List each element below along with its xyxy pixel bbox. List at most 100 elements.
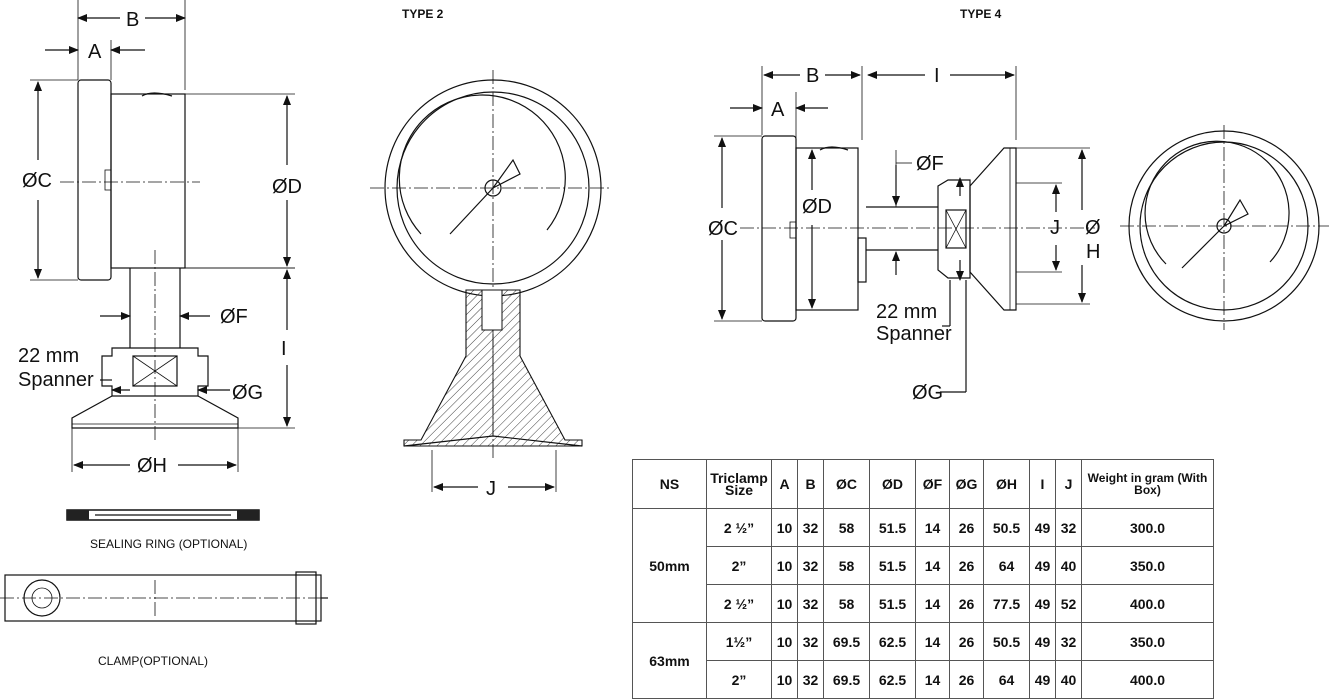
- table-cell: 14: [915, 660, 950, 699]
- table-cell: 26: [949, 584, 984, 623]
- table-cell: 49: [1029, 508, 1056, 547]
- table-cell: 49: [1029, 546, 1056, 585]
- table-row: 2” 10 32 69.5 62.5 14 26 64 49 40 400.0: [633, 660, 1214, 699]
- type4-view: TYPE 4 B I A ØC ØD: [708, 7, 1329, 404]
- table-cell: 49: [1029, 584, 1056, 623]
- type4-dim-i-label: I: [934, 65, 940, 87]
- table-cell: 49: [1029, 622, 1056, 661]
- table-row: 63mm 1½” 10 32 69.5 62.5 14 26 50.5 49 3…: [632, 622, 1214, 699]
- dim-d-label: ØD: [272, 176, 302, 198]
- table-cell: 400.0: [1081, 660, 1214, 699]
- technical-drawing: B A ØC ØD ØF 22 mm Sp: [0, 0, 1329, 668]
- table-cell: 40: [1055, 546, 1082, 585]
- type4-title: TYPE 4: [960, 7, 1002, 21]
- col-j: J: [1055, 459, 1082, 509]
- type4-dim-j-label: J: [1050, 217, 1060, 239]
- col-b: B: [797, 459, 824, 509]
- col-i: I: [1029, 459, 1056, 509]
- table-cell: 64: [983, 660, 1030, 699]
- table-cell: 51.5: [869, 508, 916, 547]
- table-row: 50mm 2 ½” 10 32 58 51.5 14 26 50.5 49 32…: [632, 508, 1214, 623]
- type2-view: TYPE 2 J: [370, 7, 610, 500]
- dim-g-label: ØG: [232, 382, 263, 404]
- table-cell: 32: [797, 660, 824, 699]
- table-cell: 2”: [706, 546, 772, 585]
- table-cell: 58: [823, 584, 870, 623]
- table-cell: 14: [915, 508, 950, 547]
- table-cell: 49: [1029, 660, 1056, 699]
- spanner-label-top: 22 mm: [18, 345, 79, 367]
- type4-dim-d-label: ØD: [802, 196, 832, 218]
- table-cell: 40: [1055, 660, 1082, 699]
- triclamp-flange: [71, 395, 239, 429]
- table-cell: 50.5: [983, 508, 1030, 547]
- table-cell: 14: [915, 622, 950, 661]
- gauge-case: [110, 93, 186, 269]
- spanner-label-bottom: Spanner: [18, 369, 94, 391]
- table-cell: 26: [949, 508, 984, 547]
- type4-dim-b-label: B: [806, 65, 819, 87]
- type4-spanner-bottom: Spanner: [876, 323, 952, 345]
- table-cell: 14: [915, 584, 950, 623]
- table-cell: 350.0: [1081, 622, 1214, 661]
- dim-c-label: ØC: [22, 170, 52, 192]
- table-cell: 32: [797, 546, 824, 585]
- table-row: 2 ½” 10 32 58 51.5 14 26 77.5 49 52 400.…: [633, 584, 1214, 623]
- table-cell: 2”: [706, 660, 772, 699]
- sealing-ring: SEALING RING (OPTIONAL): [66, 509, 260, 551]
- table-cell: 69.5: [823, 622, 870, 661]
- col-d: ØD: [869, 459, 916, 509]
- type4-dim-g-label: ØG: [912, 382, 943, 404]
- type2-title: TYPE 2: [402, 7, 444, 21]
- table-cell: 10: [771, 622, 798, 661]
- table-cell: 10: [771, 660, 798, 699]
- table-cell: 51.5: [869, 546, 916, 585]
- table-cell: 32: [797, 508, 824, 547]
- col-g: ØG: [949, 459, 984, 509]
- table-cell: 14: [915, 546, 950, 585]
- col-c: ØC: [823, 459, 870, 509]
- sealing-ring-caption: SEALING RING (OPTIONAL): [90, 537, 247, 551]
- col-h: ØH: [983, 459, 1030, 509]
- table-cell: 10: [771, 546, 798, 585]
- side-view-left: B A ØC ØD ØF 22 mm Sp: [18, 0, 302, 477]
- dim-i-label: I: [281, 338, 287, 360]
- col-triclamp-size: Triclamp Size: [706, 459, 772, 509]
- col-f: ØF: [915, 459, 950, 509]
- table-cell: 52: [1055, 584, 1082, 623]
- table-cell: 2 ½”: [706, 584, 772, 623]
- dim-b-label: B: [126, 9, 139, 31]
- table-cell: 77.5: [983, 584, 1030, 623]
- clamp-caption: CLAMP(OPTIONAL): [98, 654, 208, 668]
- dim-a-label: A: [88, 41, 102, 63]
- spec-table: NS Triclamp Size A B ØC ØD ØF ØG ØH I J …: [632, 459, 1214, 699]
- table-cell: 62.5: [869, 622, 916, 661]
- table-cell: 51.5: [869, 584, 916, 623]
- type4-dim-h-label-bottom: H: [1086, 241, 1100, 263]
- type2-dim-j-label: J: [486, 478, 496, 500]
- table-cell: 26: [949, 546, 984, 585]
- clamp: CLAMP(OPTIONAL): [0, 571, 328, 668]
- table-row: 2” 10 32 58 51.5 14 26 64 49 40 350.0: [633, 546, 1214, 585]
- table-cell: 62.5: [869, 660, 916, 699]
- type4-dim-a-label: A: [771, 99, 785, 121]
- type4-dim-f-label: ØF: [916, 153, 944, 175]
- dim-h-label: ØH: [137, 455, 167, 477]
- type4-dim-c-label: ØC: [708, 218, 738, 240]
- table-header-row: NS Triclamp Size A B ØC ØD ØF ØG ØH I J …: [632, 459, 1214, 509]
- table-cell: 69.5: [823, 660, 870, 699]
- col-a: A: [771, 459, 798, 509]
- table-cell: 400.0: [1081, 584, 1214, 623]
- type4-dim-h-label-top: Ø: [1085, 217, 1101, 239]
- table-cell: 10: [771, 508, 798, 547]
- type4-spanner-top: 22 mm: [876, 301, 937, 323]
- table-cell: 58: [823, 508, 870, 547]
- table-cell: 350.0: [1081, 546, 1214, 585]
- table-cell: 32: [797, 584, 824, 623]
- table-cell: 64: [983, 546, 1030, 585]
- table-cell: 32: [1055, 508, 1082, 547]
- table-cell: 2 ½”: [706, 508, 772, 547]
- table-cell: 32: [797, 622, 824, 661]
- dim-f-label: ØF: [220, 306, 248, 328]
- table-cell: 58: [823, 546, 870, 585]
